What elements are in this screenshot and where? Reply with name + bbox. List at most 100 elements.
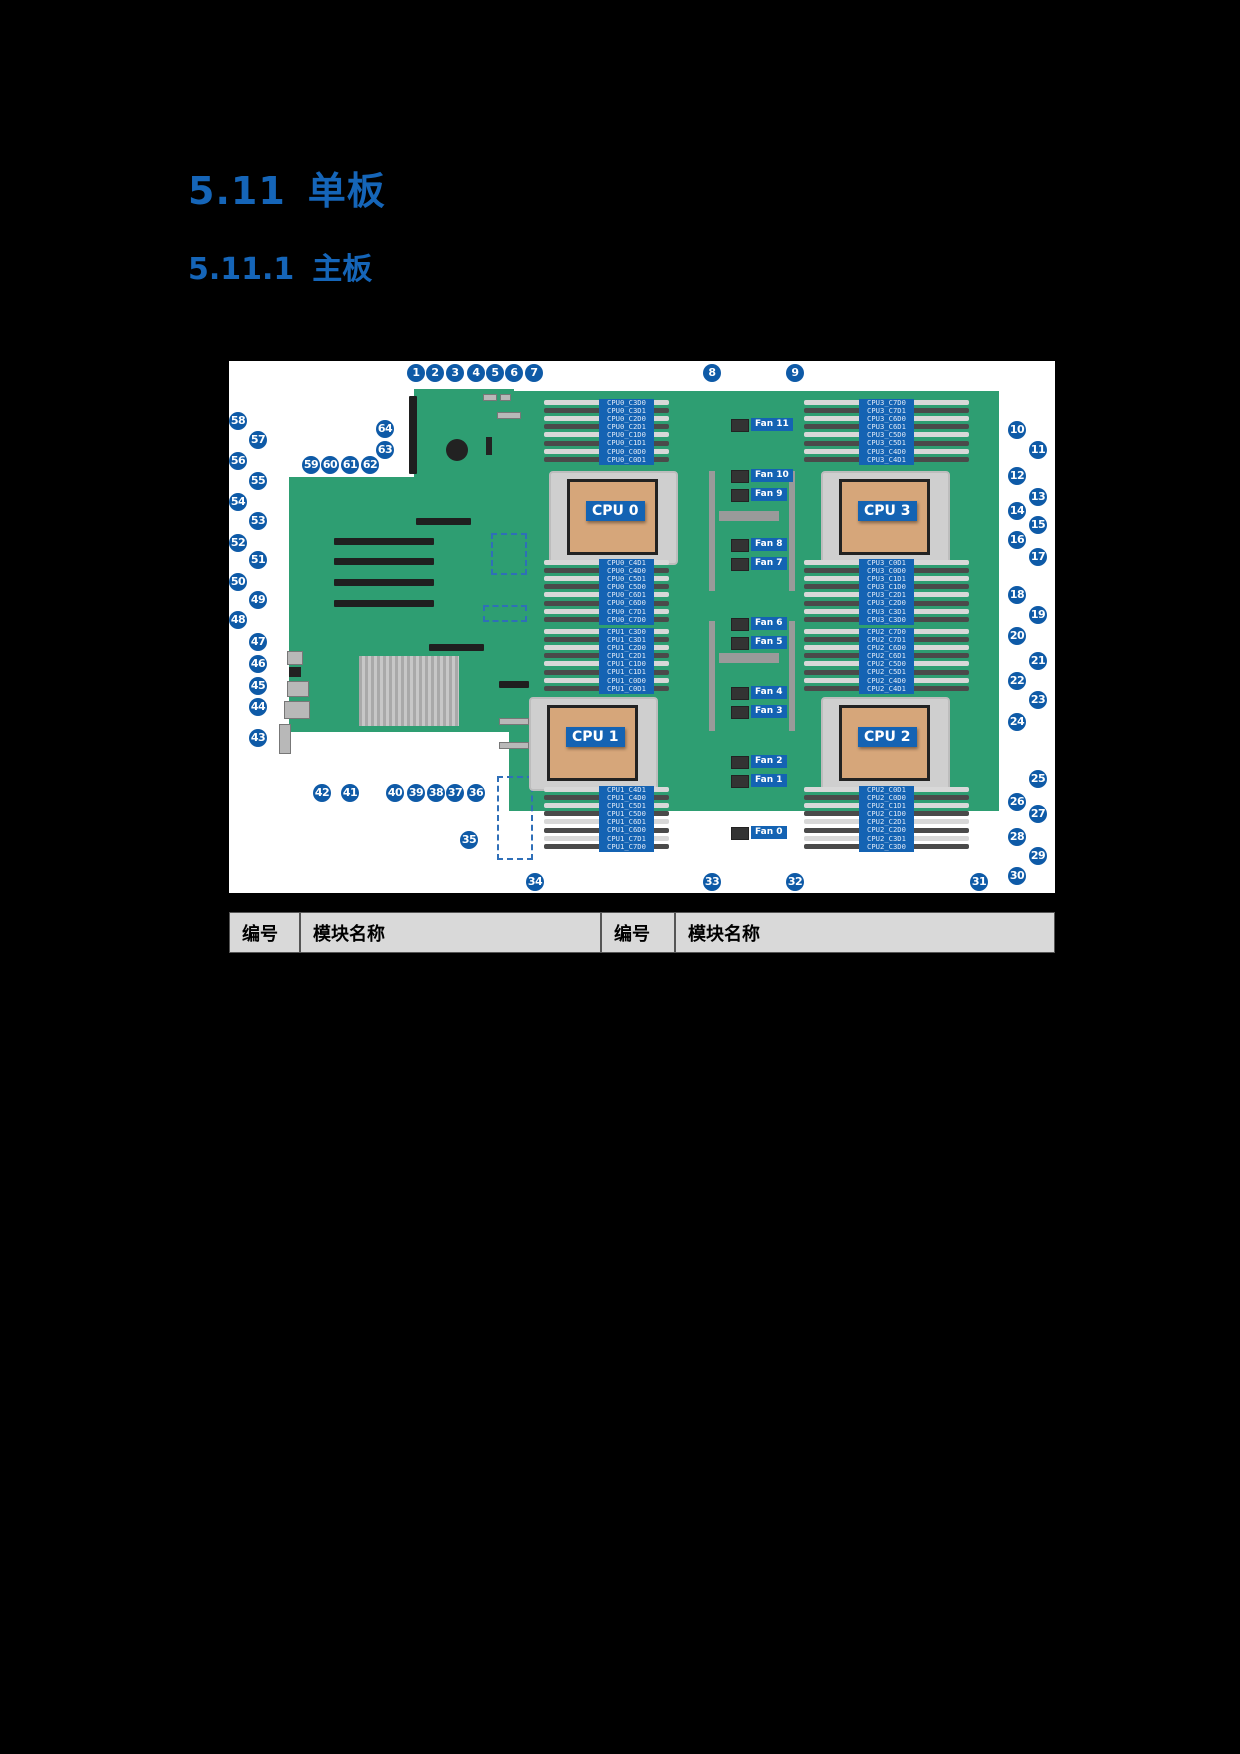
callout-7: 7 <box>525 364 543 382</box>
dimm-label: CPU3_C3D0 <box>867 614 906 624</box>
fan-label: Fan 2 <box>751 755 787 768</box>
callout-33: 33 <box>703 873 721 891</box>
module-table-header: 编号 模块名称 编号 模块名称 <box>229 912 1055 953</box>
fan-label: Fan 8 <box>751 538 787 551</box>
callout-55: 55 <box>249 472 267 490</box>
subsection-number: 5.11.1 <box>188 252 295 287</box>
dimm-label: CPU1_C6D1 <box>607 817 646 827</box>
dimm-label: CPU0_C6D0 <box>607 598 646 608</box>
dimm-label: CPU0_C3D1 <box>607 406 646 416</box>
dimm-label: CPU0_C0D1 <box>607 454 646 464</box>
connector-5 <box>483 394 497 401</box>
fan-label: Fan 3 <box>751 705 787 718</box>
callout-18: 18 <box>1008 586 1026 604</box>
cpu-label-2: CPU 2 <box>858 727 917 747</box>
dimm-label: CPU1_C1D1 <box>607 667 646 677</box>
cross-bar <box>719 653 779 663</box>
callout-28: 28 <box>1008 828 1026 846</box>
pcie-slot-50 <box>334 600 434 607</box>
fan-connector <box>731 756 749 769</box>
fan-connector <box>731 706 749 719</box>
dimm-label: CPU3_C1D1 <box>867 574 906 584</box>
callout-38: 38 <box>427 784 445 802</box>
callout-51: 51 <box>249 551 267 569</box>
fan-connector <box>731 539 749 552</box>
dimm-label: CPU2_C7D1 <box>867 635 906 645</box>
pch-heatsink <box>359 656 459 726</box>
dimm-label: CPU3_C4D0 <box>867 446 906 456</box>
fan-label: Fan 9 <box>751 488 787 501</box>
dimm-label: CPU3_C2D0 <box>867 598 906 608</box>
callout-20: 20 <box>1008 627 1026 645</box>
cmos-battery <box>446 439 468 461</box>
dimm-label: CPU1_C7D1 <box>607 833 646 843</box>
callout-5: 5 <box>486 364 504 382</box>
fan-connector <box>731 775 749 788</box>
right-spine <box>789 621 795 731</box>
dimm-label: CPU1_C4D0 <box>607 793 646 803</box>
callout-60: 60 <box>321 456 339 474</box>
dimm-label: CPU3_C5D1 <box>867 438 906 448</box>
connector-group-55 <box>491 533 527 575</box>
callout-56: 56 <box>229 452 247 470</box>
pcb-left <box>414 389 514 477</box>
dimm-label: CPU1_C6D0 <box>607 825 646 835</box>
dimm-label: CPU2_C5D1 <box>867 667 906 677</box>
callout-9: 9 <box>786 364 804 382</box>
callout-47: 47 <box>249 633 267 651</box>
fan-label: Fan 0 <box>751 826 787 839</box>
cpu-label-0: CPU 0 <box>586 501 645 521</box>
rj45-port-44 <box>284 701 310 719</box>
callout-37: 37 <box>446 784 464 802</box>
col-module-name: 模块名称 <box>688 923 760 945</box>
callout-40: 40 <box>386 784 404 802</box>
callout-23: 23 <box>1029 691 1047 709</box>
dimm-label: CPU0_C1D0 <box>607 430 646 440</box>
callout-46: 46 <box>249 655 267 673</box>
dimm-label: CPU2_C4D0 <box>867 675 906 685</box>
callout-52: 52 <box>229 534 247 552</box>
dimm-label: CPU2_C6D1 <box>867 651 906 661</box>
fan-connector <box>731 827 749 840</box>
callout-1: 1 <box>407 364 425 382</box>
callout-6: 6 <box>505 364 523 382</box>
dimm-label: CPU2_C3D0 <box>867 841 906 851</box>
callout-2: 2 <box>426 364 444 382</box>
callout-43: 43 <box>249 729 267 747</box>
dimm-label: CPU2_C1D0 <box>867 809 906 819</box>
dimm-label: CPU2_C7D0 <box>867 627 906 636</box>
pcie-slot-60 <box>416 518 471 525</box>
dimm-label: CPU2_C2D1 <box>867 817 906 827</box>
riser-slot <box>409 396 417 474</box>
callout-27: 27 <box>1029 805 1047 823</box>
col-module-name: 模块名称 <box>301 913 602 952</box>
callout-14: 14 <box>1008 502 1026 520</box>
dimm-label: CPU3_C0D0 <box>867 566 906 576</box>
dimm-label: CPU0_C6D1 <box>607 590 646 600</box>
usb-port-45 <box>287 681 309 697</box>
dimm-label: CPU0_C3D0 <box>607 398 646 407</box>
callout-35: 35 <box>460 831 478 849</box>
fan-label: Fan 1 <box>751 774 787 787</box>
callout-57: 57 <box>249 431 267 449</box>
callout-31: 31 <box>970 873 988 891</box>
dimm-label: CPU2_C2D0 <box>867 825 906 835</box>
dimm-label: CPU1_C4D1 <box>607 785 646 794</box>
fan-connector <box>731 419 749 432</box>
callout-34: 34 <box>526 873 544 891</box>
callout-30: 30 <box>1008 867 1026 885</box>
connector-group-48 <box>483 605 527 622</box>
dimm-label: CPU3_C2D1 <box>867 590 906 600</box>
callout-39: 39 <box>407 784 425 802</box>
callout-61: 61 <box>341 456 359 474</box>
port-46 <box>289 667 301 677</box>
callout-17: 17 <box>1029 548 1047 566</box>
center-spine <box>709 621 715 731</box>
dimm-label: CPU0_C2D1 <box>607 422 646 432</box>
callout-62: 62 <box>361 456 379 474</box>
